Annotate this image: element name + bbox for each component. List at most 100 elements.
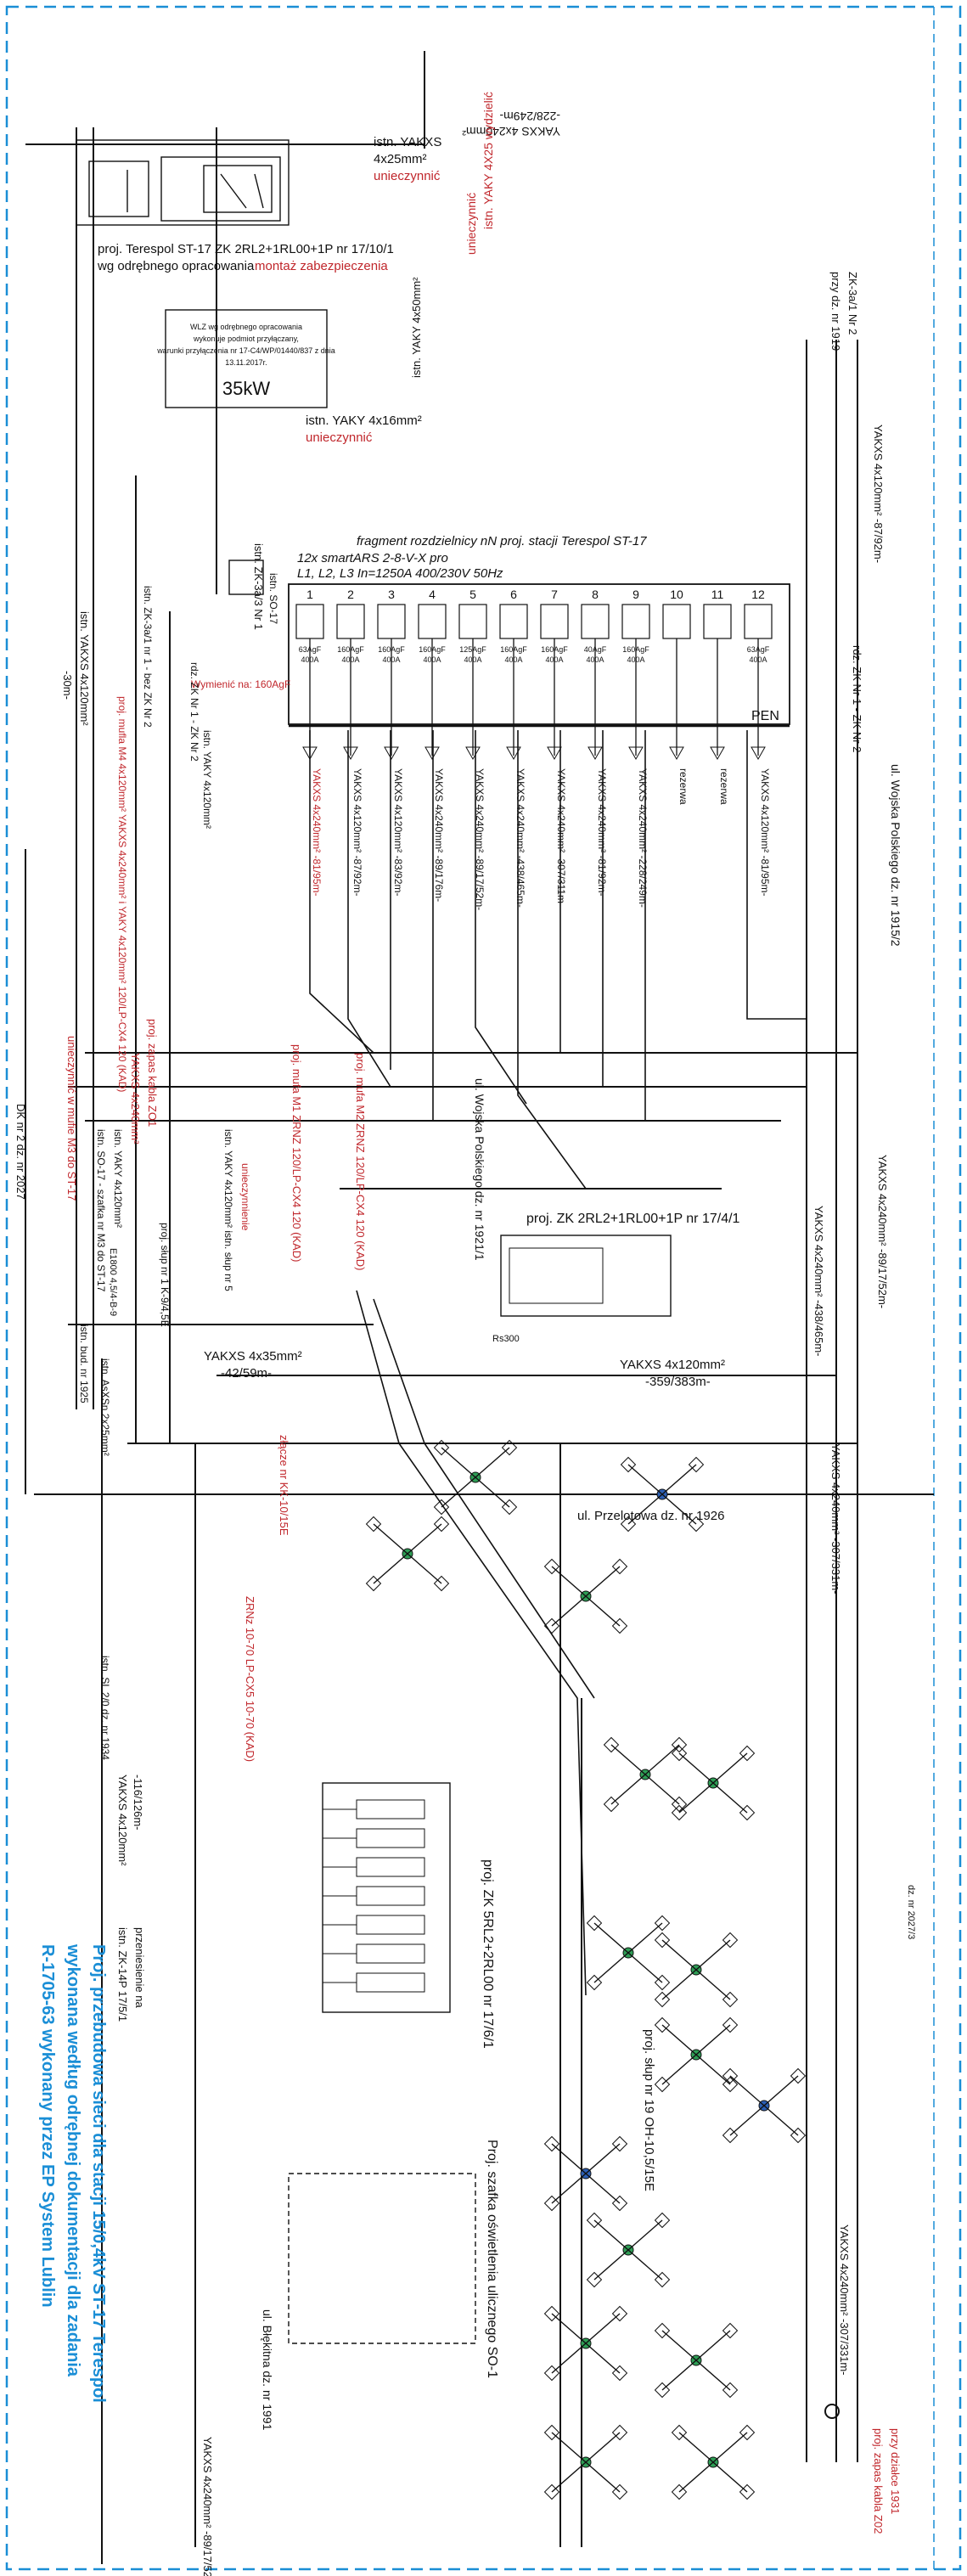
lamp-fitting-icon — [654, 2076, 671, 2093]
label-yakxs-bottom: YAKXS 4x240mm² -89/17/52m- — [201, 2437, 214, 2576]
lamp-fitting-icon — [722, 2076, 739, 2093]
lamp-fitting-icon — [739, 1745, 756, 1762]
lamp-fitting-icon — [688, 1516, 705, 1533]
lamp-fitting-icon — [611, 2365, 628, 2382]
label-dz-2027-nr: dz. nr 2027/3 — [906, 1885, 916, 1939]
light-branch-cable — [585, 2313, 621, 2344]
light-branch-cable — [661, 2054, 697, 2085]
zk5-fuse-row — [356, 1828, 425, 1848]
lamp-fitting-icon — [654, 2382, 671, 2399]
label-bud: istn. bud. nr 1925 — [78, 1325, 90, 1403]
lamp-fitting-icon — [671, 1745, 688, 1762]
light-branch-cable — [585, 2343, 621, 2374]
field-rating: 63AgF — [299, 645, 322, 654]
label-yakxs-top-len: -228/249m- — [499, 110, 560, 123]
label-uniecz-2: unieczynnić — [464, 193, 478, 255]
field-outgoing-cable: rezerwa — [718, 768, 730, 805]
light-branch-cable — [585, 2432, 621, 2463]
lamp-fitting-icon — [586, 2212, 603, 2229]
lamp-fitting-icon — [543, 2424, 560, 2441]
lamp-fitting-icon — [501, 1499, 518, 1516]
field-outgoing-arrow — [547, 746, 562, 761]
light-branch-cable — [585, 2143, 621, 2174]
label-rdz-zk-right: rdz. ZK Nr 1 - ZK Nr 2 — [851, 645, 863, 752]
field-number: 3 — [388, 588, 395, 601]
label-yaky-slup5: istn. YAKY 4x120mm² istn. słup nr 5 — [222, 1129, 234, 1291]
lamp-fitting-icon — [611, 2305, 628, 2322]
field-fuse-box — [581, 604, 610, 639]
field-number: 9 — [632, 588, 639, 601]
label-yaky-4x120-2: istn. YAKY 4x120mm² — [112, 1129, 124, 1228]
label-uniecz-mid: unieczynnić w mufie M3 do ST-17 — [65, 1036, 78, 1201]
lamp-fitting-icon — [790, 2127, 807, 2144]
label-yakxs-35: YAKXS 4x35mm² — [204, 1349, 302, 1364]
light-branch-cable — [661, 2359, 697, 2391]
label-yakxs-307-right: YAKXS 4x240mm² -307/331m- — [829, 1443, 842, 1595]
lower-labels: istn. SL 2/0 dz. nr 1934 YAKXS 4x120mm² … — [99, 1656, 916, 2576]
label-yakxs-top: YAKXS 4x240mm² — [462, 125, 560, 138]
light-branch-cable — [441, 1447, 476, 1478]
cable-reserve-coil — [824, 2404, 840, 2419]
field-rating: 400A — [586, 655, 604, 664]
field-rating: 40AgF — [584, 645, 607, 654]
label-so17-szafka: istn. SO-17 - szafka nr M3 do ST-17 — [95, 1129, 107, 1292]
label-zapas-bottom: proj. zapas kabla Z02 — [872, 2428, 885, 2534]
field-fuse-box — [458, 604, 487, 639]
lamp-fitting-icon — [654, 1932, 671, 1949]
label-istn-yaky-4x120: istn. YAKY 4x120mm² — [201, 730, 213, 829]
lamp-fitting-icon — [586, 1915, 603, 1932]
field-rating: 400A — [301, 655, 318, 664]
label-e1800: E1800 4,5/4-B-9 — [108, 1248, 118, 1316]
lamp-fitting-icon — [603, 1736, 620, 1753]
field-fuse-box — [662, 604, 691, 639]
field-outgoing-arrow — [588, 746, 603, 761]
field-fuse-box — [703, 604, 732, 639]
light-branch-cable — [585, 2461, 621, 2493]
light-branch-cable — [661, 1493, 697, 1525]
light-branch-cable — [593, 2219, 629, 2251]
field-rating: 125AgF — [459, 645, 486, 654]
label-mufa-red: proj. mufla M4 4x120mm² YAKXS 4x240mm² i… — [116, 696, 128, 1092]
lamp-fitting-icon — [722, 2127, 739, 2144]
light-branch-cable — [551, 1566, 587, 1597]
field-number: 8 — [592, 588, 599, 601]
lamp-fitting-icon — [433, 1439, 450, 1456]
zk-17-4-inner — [509, 1247, 604, 1304]
lamp-fitting-icon — [611, 2424, 628, 2441]
zk-17-4-box — [500, 1235, 672, 1317]
light-branch-cable — [729, 2075, 765, 2106]
light-branch-cable — [712, 1752, 748, 1784]
field-rating: 400A — [382, 655, 400, 664]
lamp-fitting-icon — [611, 2195, 628, 2212]
label-bez-zk: istn. ZK-3a/1 nr 1 - bez ZK Nr 2 — [142, 586, 154, 728]
lamp-fitting-icon — [620, 1516, 637, 1533]
label-istn-yakxs-4x120: istn. YAKXS 4x120mm² — [78, 611, 91, 726]
label-yakxs-mid-right2: YAKXS 4x240mm² -89/17/52m- — [876, 1155, 889, 1308]
field-outgoing-arrow — [710, 746, 725, 761]
light-branch-cable — [551, 2461, 587, 2493]
light-branch-cable — [678, 1752, 714, 1784]
lamp-fitting-icon — [654, 2322, 671, 2339]
field-fuse-box — [377, 604, 406, 639]
light-branch-cable — [695, 2024, 731, 2056]
light-branch-cable — [661, 2024, 697, 2056]
light-branch-cable — [627, 1922, 663, 1954]
field-rating: 400A — [627, 655, 644, 664]
light-branch-cable — [712, 2461, 748, 2493]
street-light-network — [365, 1439, 807, 2500]
field-number: 7 — [551, 588, 558, 601]
switchboard-frame — [288, 583, 790, 725]
field-outgoing-cable: YAKXS 4x240mm² -81/95m- — [311, 768, 323, 897]
lamp-fitting-icon — [433, 1575, 450, 1592]
lamp-fitting-icon — [671, 1804, 688, 1821]
field-number: 1 — [306, 588, 313, 601]
zk5-rows — [323, 1799, 425, 1993]
switchboard: fragment rozdzielnicy nN proj. stacji Te… — [191, 534, 790, 910]
light-branch-cable — [407, 1553, 442, 1584]
light-branch-cable — [763, 2075, 799, 2106]
label-yakxs-35-len: -42/59m- — [221, 1366, 272, 1381]
label-uniecz-3: unieczynnić — [306, 430, 373, 445]
title-line3: R-1705-63 wykonany przez EP System Lubli… — [38, 1944, 57, 2308]
field-outgoing-cable: YAKXS 4x120mm² -83/92m- — [392, 768, 404, 897]
